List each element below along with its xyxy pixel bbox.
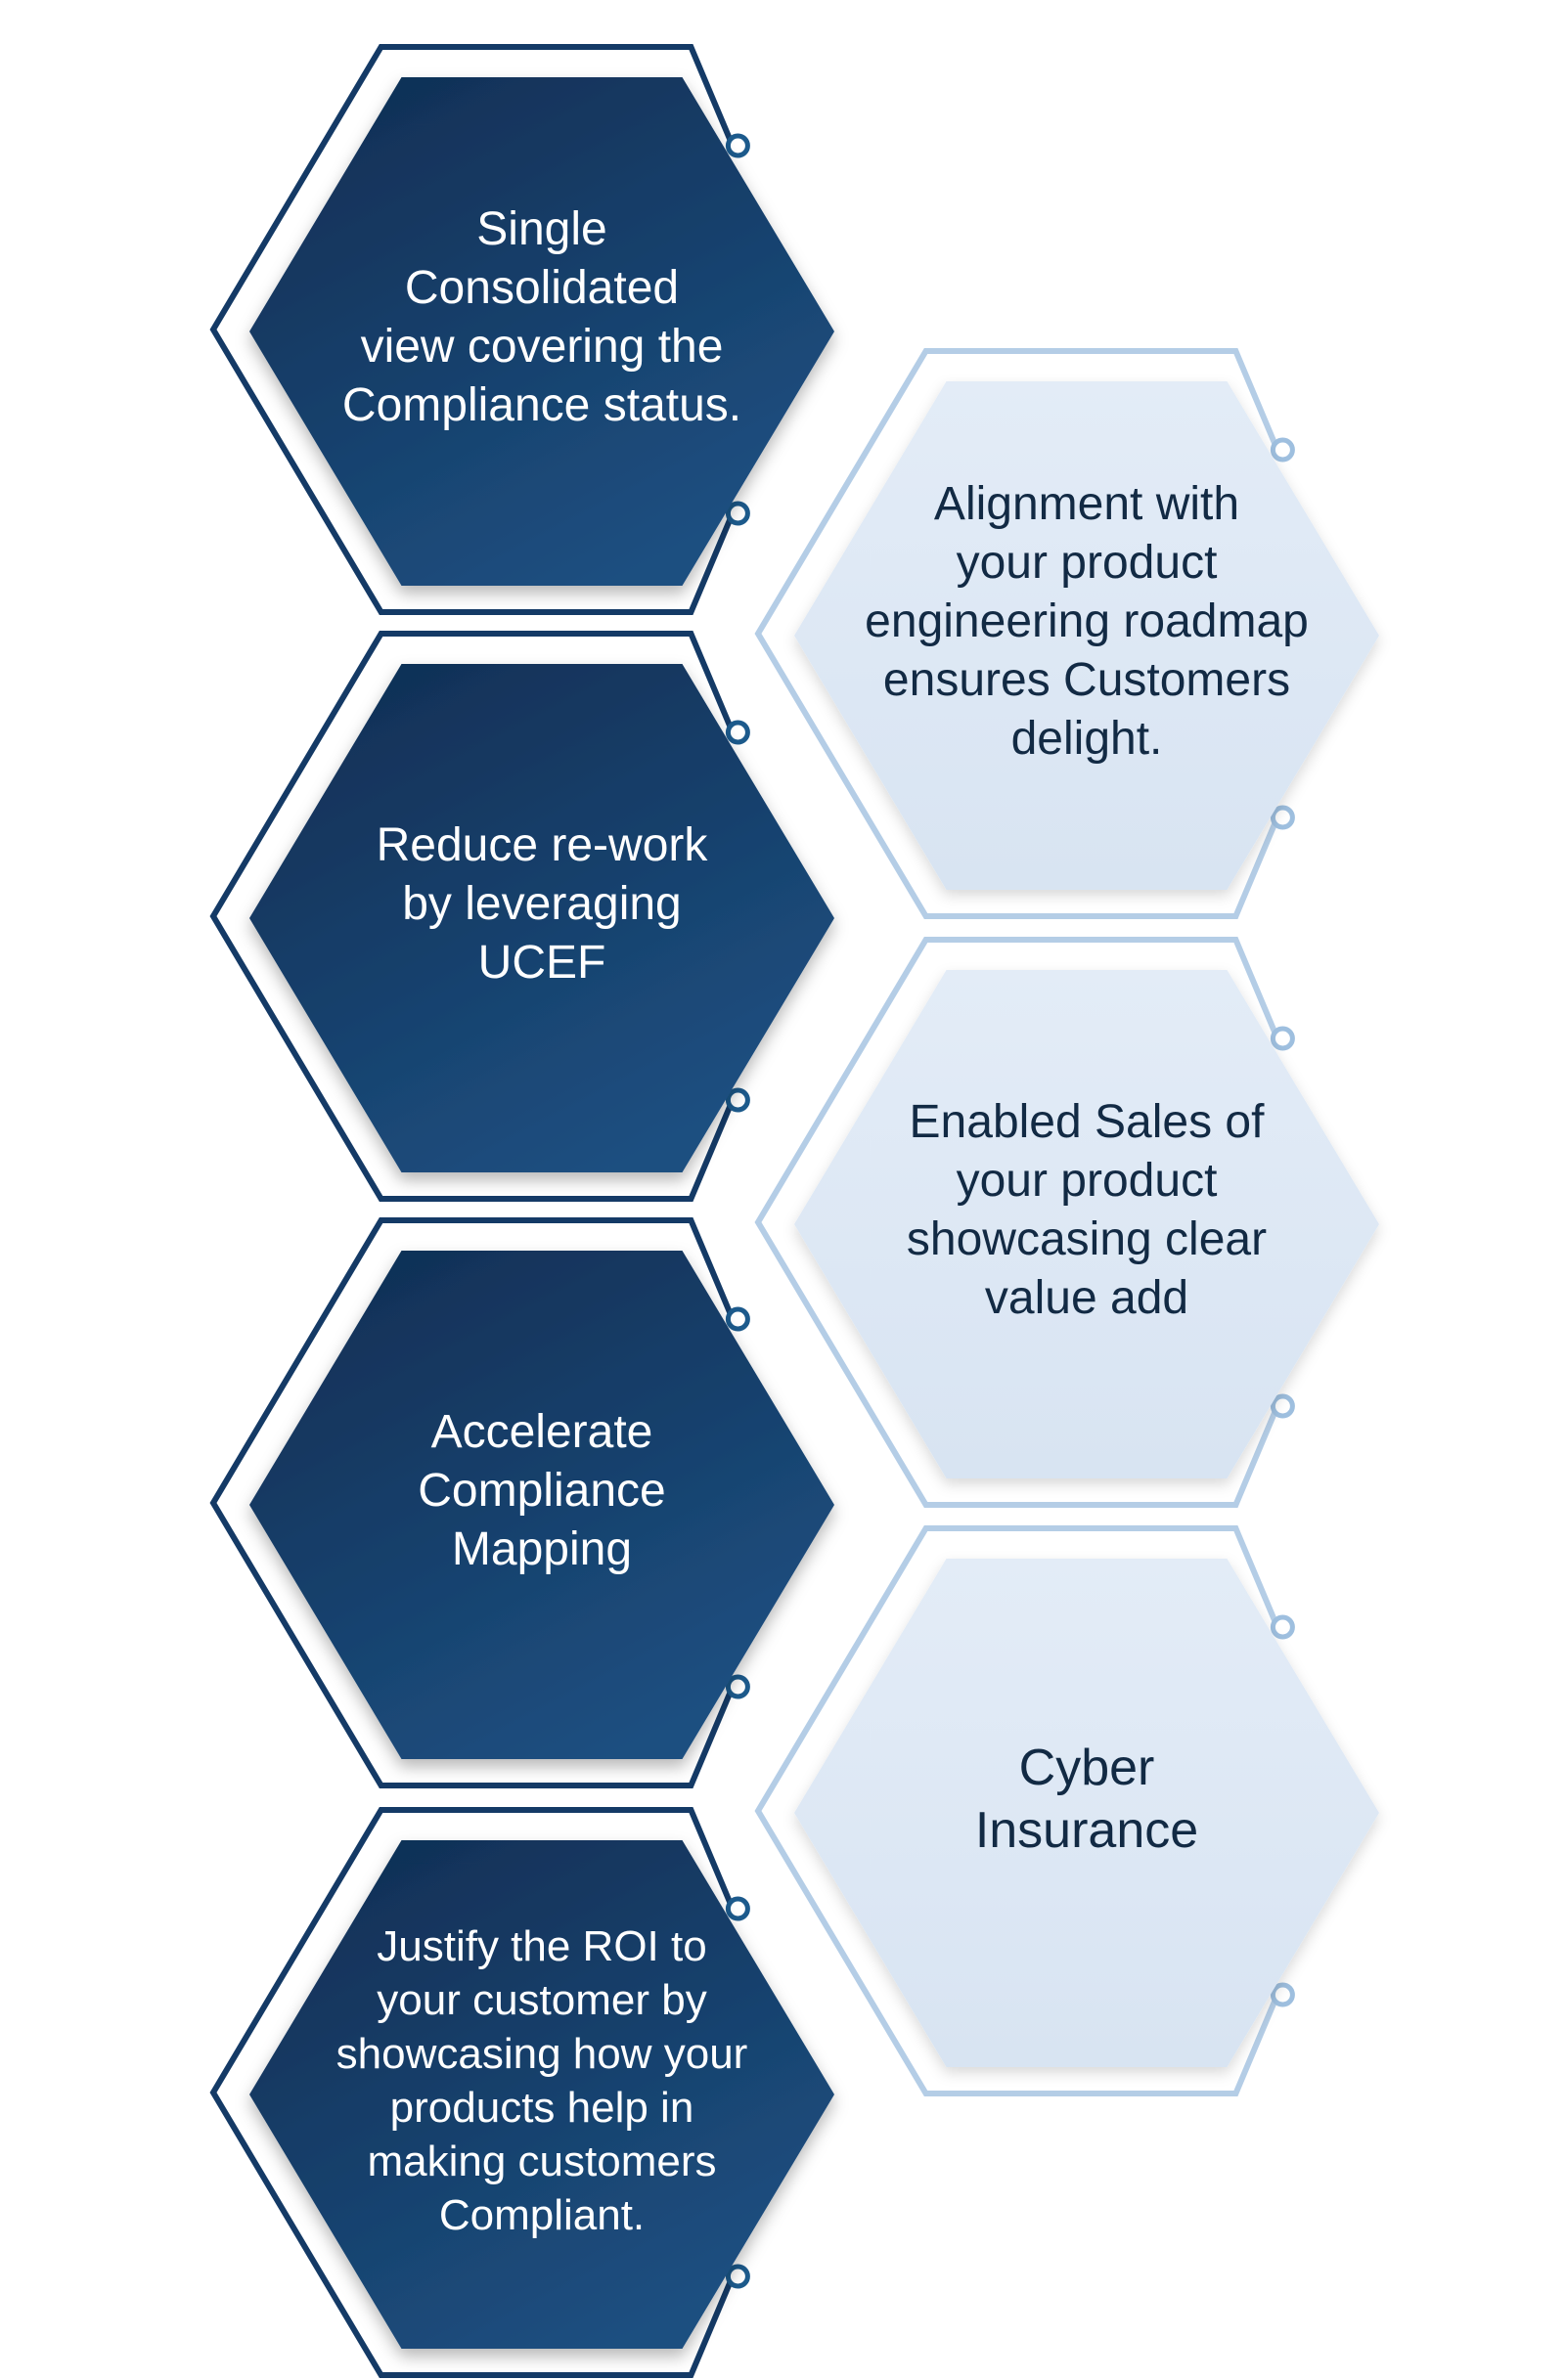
connector-dot	[725, 1896, 750, 1921]
hexagon-fill	[794, 381, 1379, 890]
hexagon-fill	[249, 1840, 834, 2349]
hexagon-outline	[754, 348, 1278, 919]
hexagon-fill	[249, 77, 834, 586]
connector-dot	[725, 1306, 750, 1332]
connector-dot	[725, 1674, 750, 1699]
hexagon-outline	[209, 1807, 734, 2378]
hexagon-justify-roi	[209, 1807, 834, 2378]
hexagon-cyber-insurance	[754, 1525, 1379, 2096]
connector-dot	[1270, 437, 1295, 463]
hexagon-fill	[249, 664, 834, 1172]
connector-dot	[725, 501, 750, 526]
hexagon-fill	[794, 1559, 1379, 2067]
hexagon-compliance-view-text: Single Consolidated view covering the Co…	[341, 203, 742, 431]
connector-dot	[1270, 1026, 1295, 1051]
hexagon-reduce-rework-text: Reduce re-work by leveraging UCEF	[376, 819, 708, 989]
hexagon-enabled-sales	[754, 937, 1379, 1508]
connector-dot	[1270, 805, 1295, 830]
connector-dot	[725, 1087, 750, 1113]
connector-dot	[725, 2264, 750, 2289]
connector-dot	[1270, 1982, 1295, 2007]
hexagon-outline	[209, 44, 734, 615]
hexagon-outline	[209, 1217, 734, 1788]
hexagon-roadmap-alignment-text: Alignment with your product engineering …	[865, 478, 1309, 765]
hexagon-outline	[209, 631, 734, 1202]
hexagon-accelerate-mapping-text: Accelerate Compliance Mapping	[418, 1406, 666, 1575]
hexagon-fill	[794, 970, 1379, 1478]
hexagon-compliance-view	[209, 44, 834, 615]
hexagon-roadmap-alignment	[754, 348, 1379, 919]
hexagon-fill	[249, 1251, 834, 1759]
hexagon-enabled-sales-text: Enabled Sales of your product showcasing…	[906, 1096, 1268, 1324]
hexagon-justify-roi-text: Justify the ROI to your customer by show…	[335, 1922, 748, 2239]
hexagon-outline	[754, 937, 1278, 1508]
connector-dot	[1270, 1393, 1295, 1419]
hexagon-outline	[754, 1525, 1278, 2096]
connector-dot	[725, 133, 750, 158]
hexagon-reduce-rework	[209, 631, 834, 1202]
hexagon-cyber-insurance-text: Cyber Insurance	[974, 1740, 1199, 1859]
hexagon-accelerate-mapping	[209, 1217, 834, 1788]
connector-dot	[1270, 1614, 1295, 1640]
connector-dot	[725, 720, 750, 745]
